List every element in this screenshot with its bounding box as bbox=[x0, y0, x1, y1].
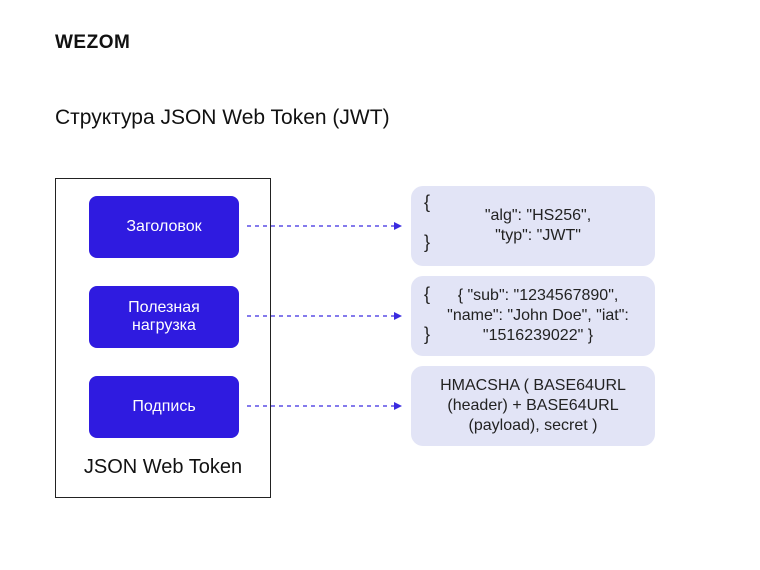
jwt-container-box bbox=[55, 178, 271, 498]
payload-json-text: { "sub": "1234567890", "name": "John Doe… bbox=[447, 287, 629, 344]
header-part-box: Заголовок bbox=[89, 196, 239, 258]
header-arrow-head bbox=[394, 222, 402, 230]
signature-part-box: Подпись bbox=[89, 376, 239, 438]
signature-arrow-head bbox=[394, 402, 402, 410]
signature-detail-box: HMACSHA ( BASE64URL (header) + BASE64URL… bbox=[411, 366, 655, 446]
open-brace: { bbox=[424, 284, 431, 304]
open-brace: { bbox=[424, 192, 431, 212]
payload-part-box: Полезная нагрузка bbox=[89, 286, 239, 348]
wezom-logo: WEZOM bbox=[55, 32, 131, 53]
close-brace: } bbox=[424, 324, 431, 344]
header-detail-box: { } "alg": "HS256", "typ": "JWT" bbox=[411, 186, 655, 266]
signature-formula-text: HMACSHA ( BASE64URL (header) + BASE64URL… bbox=[440, 377, 626, 434]
page-title: Структура JSON Web Token (JWT) bbox=[55, 106, 390, 129]
jwt-caption: JSON Web Token bbox=[83, 456, 243, 478]
payload-arrow-head bbox=[394, 312, 402, 320]
close-brace: } bbox=[424, 232, 431, 252]
header-json-text: "alg": "HS256", "typ": "JWT" bbox=[484, 207, 592, 244]
payload-detail-box: { } { "sub": "1234567890", "name": "John… bbox=[411, 276, 655, 356]
